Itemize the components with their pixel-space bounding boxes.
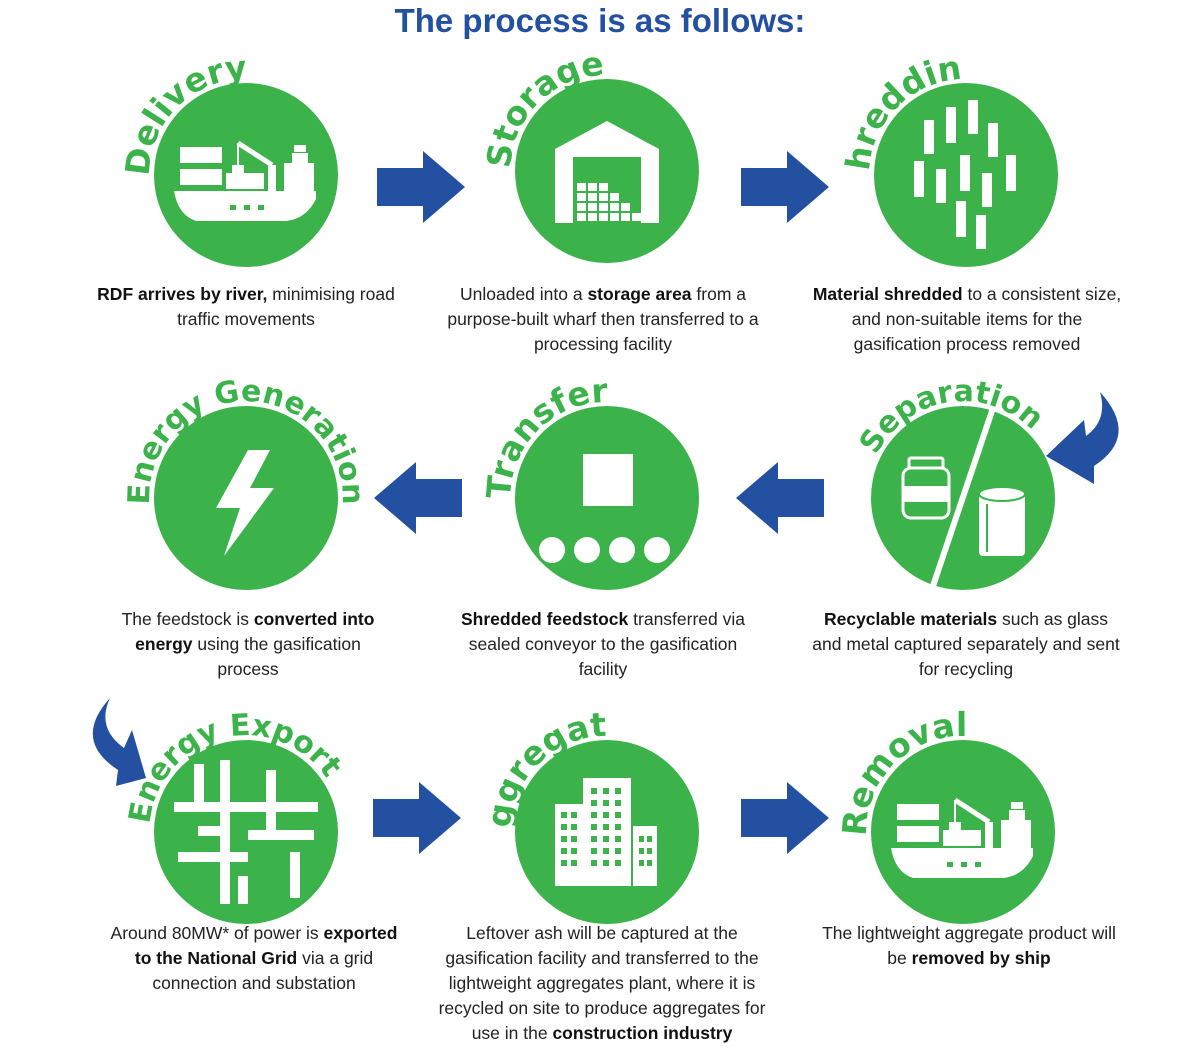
arrow-right [741, 782, 829, 854]
arrow-left [374, 462, 462, 534]
arrow-left [736, 462, 824, 534]
caption-transfer: Shredded feedstock transferred via seale… [461, 609, 745, 679]
caption-delivery: RDF arrives by river, minimising road tr… [97, 284, 395, 329]
step-energy-export [154, 740, 338, 924]
page-title: The process is as follows: [394, 2, 806, 39]
buildings-icon [555, 778, 657, 886]
step-energy-generation [154, 406, 338, 590]
caption-removal: The lightweight aggregate product will b… [822, 923, 1116, 968]
arrow-right [377, 151, 465, 223]
step-removal [871, 740, 1055, 924]
arrow-right [373, 782, 461, 854]
step-storage [515, 79, 699, 263]
lightning-bolt-icon [216, 450, 274, 556]
step-delivery [154, 83, 338, 267]
step-shredding [874, 83, 1058, 267]
step-transfer [515, 406, 699, 590]
conveyor-icon [539, 454, 670, 563]
step-aggregate [515, 740, 699, 924]
caption-storage: Unloaded into a storage area from a purp… [447, 284, 759, 354]
shredded-strips-icon [914, 100, 1016, 249]
power-grid-icon [174, 760, 318, 904]
caption-energy-export: Around 80MW* of power is exported to the… [110, 923, 398, 993]
curved-arrow [1046, 392, 1119, 484]
step-separation [871, 406, 1055, 590]
arrow-right [741, 151, 829, 223]
caption-energy-generation: The feedstock is converted into energy u… [121, 609, 375, 679]
curved-arrow [92, 698, 146, 786]
warehouse-icon [555, 121, 659, 223]
caption-shredding: Material shredded to a consistent size, … [812, 284, 1122, 354]
caption-separation: Recyclable materials such as glass and m… [812, 609, 1120, 679]
caption-aggregate: Leftover ash will be captured at the gas… [438, 923, 766, 1043]
jar-and-can-icon [901, 407, 1026, 587]
